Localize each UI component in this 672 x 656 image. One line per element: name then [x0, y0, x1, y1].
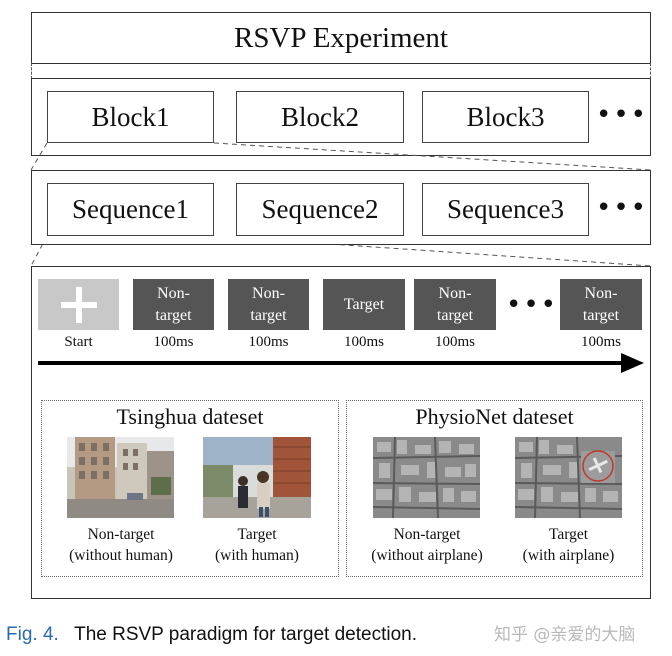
block-3: Block3 [422, 91, 589, 143]
stream-ellipsis: ••• [506, 290, 559, 320]
experiment-frame: RSVP Experiment [31, 12, 651, 64]
caption-tsinghua-nontarget-line1: Non-target [87, 526, 155, 543]
block-ellipsis: ••• [596, 100, 649, 130]
caption-tsinghua-target: Target (with human) [195, 524, 319, 566]
time-label-4: 100ms [343, 334, 384, 350]
caption-tsinghua-target-line2: (with human) [215, 547, 299, 564]
time-label-3: 100ms [248, 334, 289, 350]
caption-tsinghua-nontarget: Non-target (without human) [52, 524, 190, 566]
caption-physionet-nontarget: Non-target (without airplane) [355, 524, 499, 566]
image-street-with-human [203, 437, 311, 518]
stimulus-start [38, 279, 119, 330]
caption-tsinghua-target-line1: Target [237, 526, 277, 543]
caption-physionet-nontarget-line2: (without airplane) [371, 547, 483, 564]
stimulus-3-label: Non- target [250, 284, 287, 324]
image-aerial-no-airplane [373, 437, 480, 518]
figure-caption-label: Fig. 4. [6, 624, 59, 645]
stimulus-6-label: Non- target [582, 284, 620, 324]
figure-caption: Fig. 4. The RSVP paradigm for target det… [6, 624, 417, 646]
target-highlight-circle [582, 450, 614, 482]
time-label-2: 100ms [153, 334, 194, 350]
caption-physionet-target-line2: (with airplane) [522, 547, 615, 564]
block-1: Block1 [47, 91, 214, 143]
sequence-3: Sequence3 [422, 183, 589, 236]
sequence-1: Sequence1 [47, 183, 214, 236]
dataset-tsinghua [41, 400, 339, 577]
block-3-label: Block3 [466, 102, 545, 132]
stimulus-6: Non- target [560, 279, 642, 330]
stimulus-4-label: Target [343, 295, 385, 313]
block-1-label: Block1 [91, 102, 170, 132]
stimulus-4: Target [323, 279, 405, 330]
block-2-label: Block2 [281, 102, 359, 132]
image-street-no-human [67, 437, 174, 518]
fixation-cross-icon [60, 286, 97, 323]
figure-caption-text: The RSVP paradigm for target detection. [74, 624, 417, 645]
sequence-2: Sequence2 [236, 183, 404, 236]
sequence-3-label: Sequence3 [447, 194, 564, 224]
dataset-tsinghua-title: Tsinghua dateset [116, 404, 264, 429]
caption-physionet-target-line1: Target [548, 526, 589, 543]
sequence-2-label: Sequence2 [261, 194, 379, 224]
dataset-physionet-title: PhysioNet dateset [415, 404, 574, 429]
dataset-physionet [346, 400, 643, 577]
caption-tsinghua-nontarget-line2: (without human) [69, 547, 173, 564]
stimulus-2: Non- target [133, 279, 214, 330]
sequence-1-label: Sequence1 [72, 194, 189, 224]
sequence-ellipsis: ••• [596, 193, 649, 223]
stimulus-5-label: Non- target [436, 284, 474, 324]
airplane-icon [588, 457, 608, 474]
experiment-title: RSVP Experiment [233, 22, 448, 54]
time-label-start: Start [64, 334, 93, 350]
watermark: 知乎 @亲爱的大脑 [494, 625, 636, 645]
time-label-6: 100ms [580, 334, 621, 350]
time-arrow [38, 353, 644, 373]
time-label-5: 100ms [434, 334, 475, 350]
stimulus-3: Non- target [228, 279, 309, 330]
caption-physionet-nontarget-line1: Non-target [393, 526, 461, 543]
stimulus-5: Non- target [414, 279, 496, 330]
block-2: Block2 [236, 91, 404, 143]
image-aerial-with-airplane [515, 437, 622, 518]
caption-physionet-target: Target (with airplane) [503, 524, 634, 566]
stimulus-2-label: Non- target [155, 284, 192, 324]
